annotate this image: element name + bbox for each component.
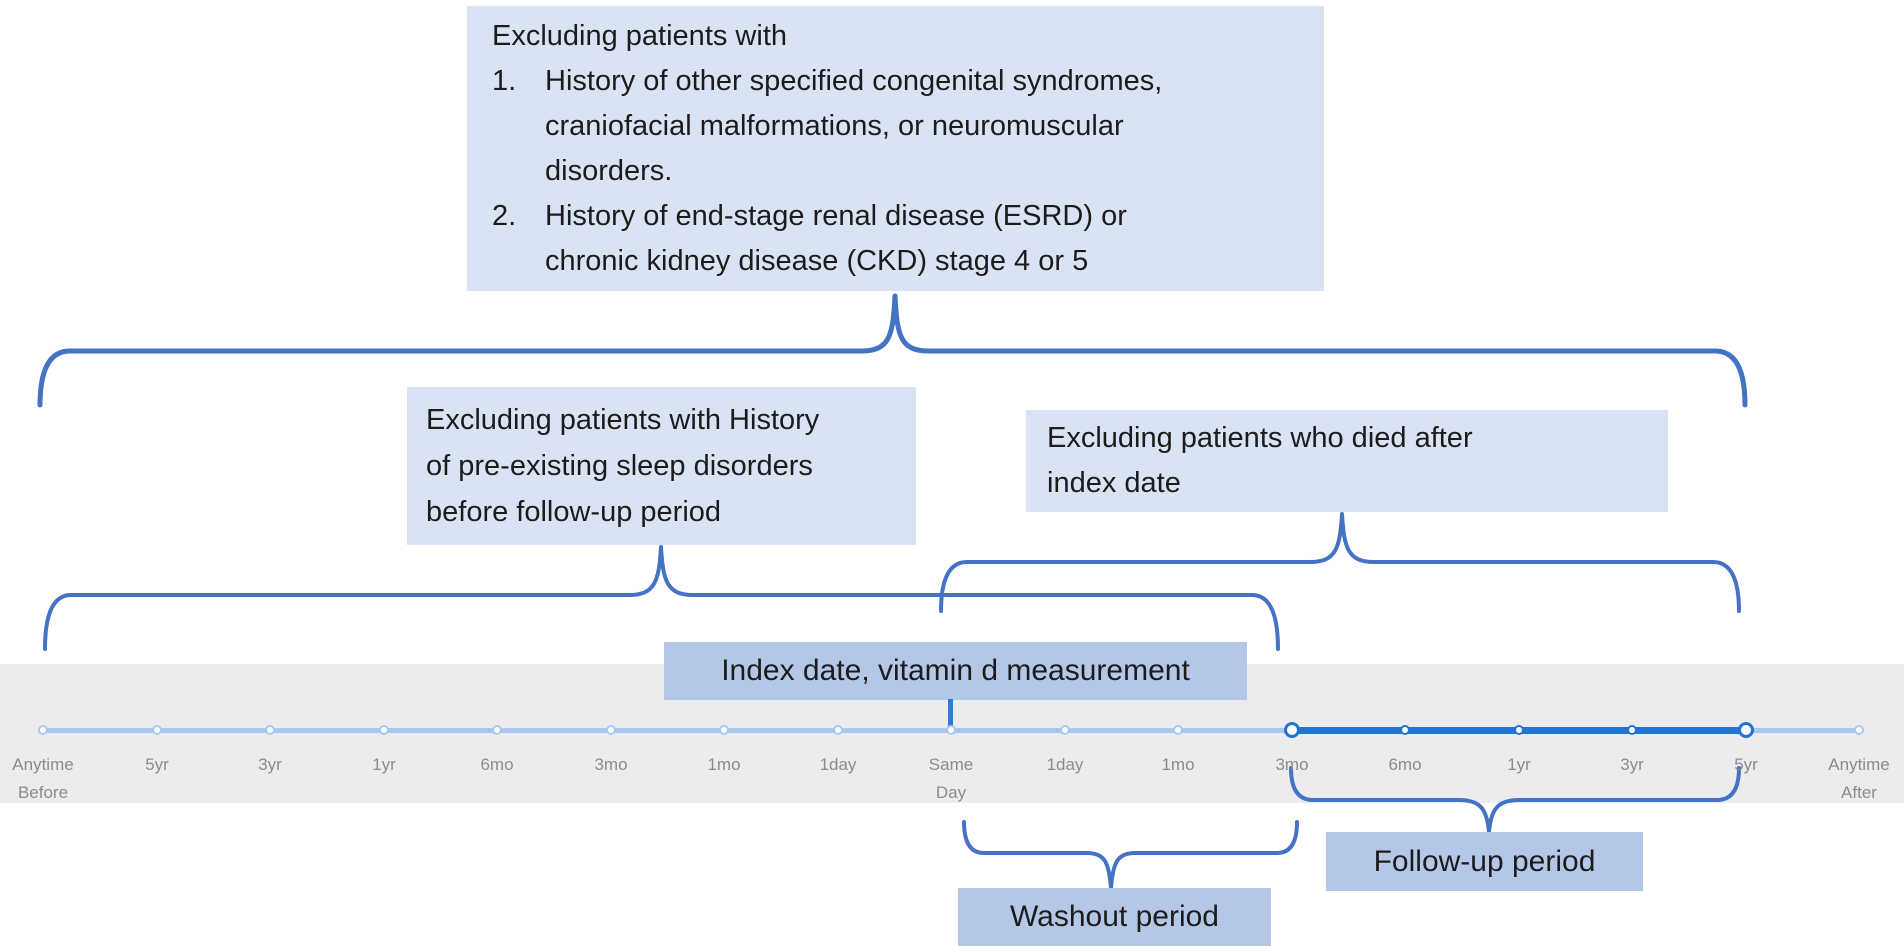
followup-period-label: Follow-up period (1326, 832, 1643, 891)
tick-label: 3mo (1275, 755, 1309, 774)
tick-dot-5yr-before (152, 725, 162, 735)
tick-dot-anytime-after (1854, 725, 1864, 735)
tick-label: 1yr (1507, 755, 1531, 774)
tick-dot-6mo-before (492, 725, 502, 735)
tick-dot-1yr-before (379, 725, 389, 735)
tick-dot-1day-before (833, 725, 843, 735)
tick-dot-anytime-before (38, 725, 48, 735)
tick-dot-same-day (946, 725, 956, 735)
tick-label: 1mo (707, 755, 741, 774)
item-text: History of other specified congenital sy… (545, 65, 1163, 187)
tick-dot-3mo-before (606, 725, 616, 735)
tick-dot-6mo-after (1400, 725, 1410, 735)
tick-dot-3yr-after (1627, 725, 1637, 735)
item-number: 2. (492, 200, 517, 232)
washout-period-brace (962, 820, 1299, 890)
tick-label: 1yr (372, 755, 396, 774)
index-date-marker (948, 699, 953, 732)
tick-label: Anytime Before (12, 755, 74, 802)
top-exclusion-title: Excluding patients with (492, 20, 787, 52)
exclusion-item-1: 1. History of other specified congenital… (492, 59, 1304, 194)
tick-label: 3yr (258, 755, 282, 774)
tick-dot-3yr-before (265, 725, 275, 735)
item-number: 1. (492, 65, 517, 97)
tick-label: 1day (1046, 755, 1084, 774)
sleep-exclusion-brace (43, 545, 1280, 651)
tick-dot-3mo-after (1284, 722, 1300, 738)
tick-label: 1day (819, 755, 857, 774)
tick-label: Anytime After (1828, 755, 1890, 802)
tick-label: 3mo (594, 755, 628, 774)
exclusion-all-brace (37, 293, 1748, 408)
tick-label: 5yr (145, 755, 169, 774)
tick-label: 6mo (1388, 755, 1422, 774)
tick-dot-1mo-before (719, 725, 729, 735)
tick-dot-5yr-after (1738, 722, 1754, 738)
index-date-label: Index date, vitamin d measurement (664, 642, 1247, 700)
tick-label: 6mo (480, 755, 514, 774)
sleep-exclusion-box: Excluding patients with History of pre-e… (407, 387, 916, 545)
death-exclusion-box: Excluding patients who died after index … (1026, 410, 1668, 512)
tick-dot-1day-after (1060, 725, 1070, 735)
tick-label: Same Day (928, 755, 974, 802)
death-exclusion-brace (939, 512, 1741, 613)
tick-label: 3yr (1620, 755, 1644, 774)
tick-dot-1mo-after (1173, 725, 1183, 735)
exclusion-item-2: 2. History of end-stage renal disease (E… (492, 194, 1304, 284)
tick-label: 5yr (1734, 755, 1758, 774)
tick-label: 1mo (1161, 755, 1195, 774)
washout-period-label: Washout period (958, 888, 1271, 946)
item-text: History of end-stage renal disease (ESRD… (545, 200, 1127, 277)
tick-dot-1yr-after (1514, 725, 1524, 735)
top-exclusion-box: Excluding patients with 1. History of ot… (467, 6, 1324, 291)
